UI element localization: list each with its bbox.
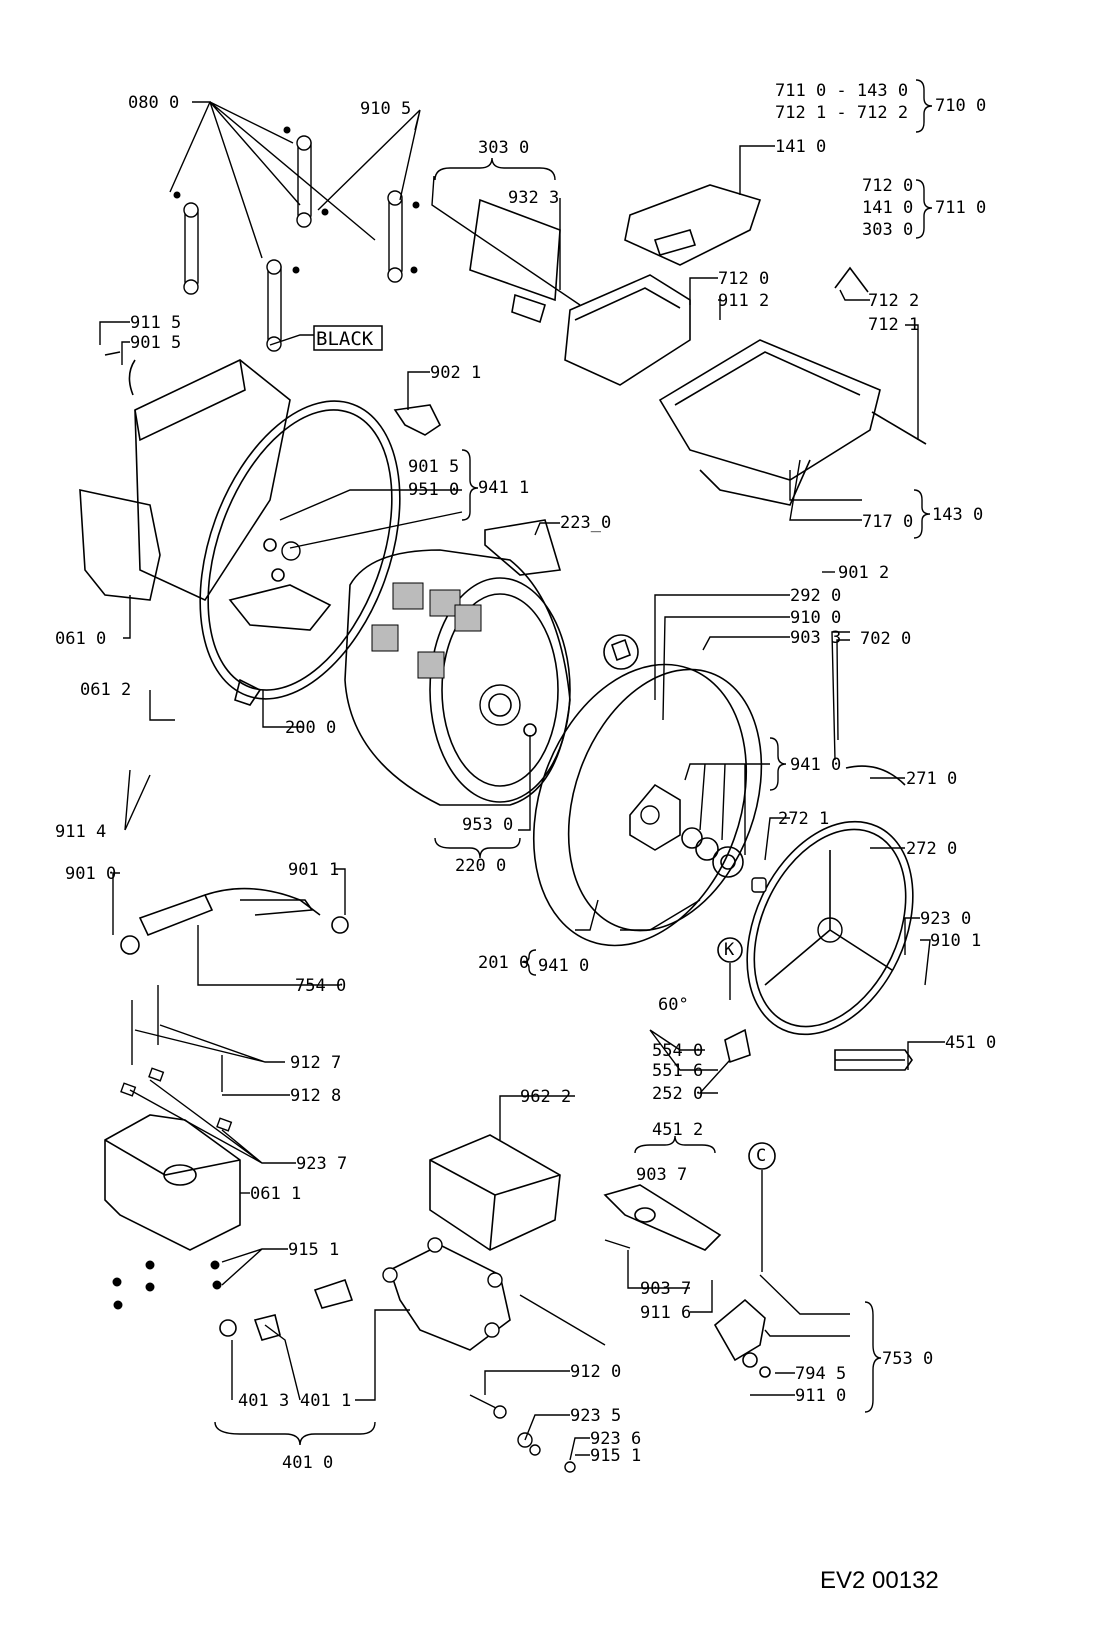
label-962-2: 962 2 <box>520 1087 571 1107</box>
label-401-0: 401 0 <box>282 1453 333 1473</box>
label-910-1: 910 1 <box>930 931 981 951</box>
label-923-5: 923 5 <box>570 1406 621 1426</box>
label-923-7: 923 7 <box>296 1154 347 1174</box>
label-901-5-rear: 901 5 <box>130 333 181 353</box>
label-201-0: 201 0 <box>478 953 529 973</box>
label-915-1: 915 1 <box>288 1240 339 1260</box>
label-902-1: 902 1 <box>430 363 481 383</box>
outer-tub-front-half <box>532 634 763 947</box>
label-554-0: 554 0 <box>652 1041 703 1061</box>
motor-and-pump <box>219 1134 606 1473</box>
label-717-0: 717 0 <box>862 512 913 532</box>
label-794-5: 794 5 <box>795 1364 846 1384</box>
label-903-7-top: 903 7 <box>636 1165 687 1185</box>
label-black: BLACK <box>316 328 374 350</box>
label-710-0: 710 0 <box>935 96 986 116</box>
label-143-0: 143 0 <box>932 505 983 525</box>
label-252-0: 252 0 <box>652 1084 703 1104</box>
label-272-0: 272 0 <box>906 839 957 859</box>
label-932-3: 932 3 <box>508 188 559 208</box>
label-circle-c: C <box>756 1146 766 1166</box>
drain-hose-and-heater <box>120 887 913 1071</box>
label-712-0-group: 712 0 <box>862 176 913 196</box>
label-711-0: 711 0 <box>935 198 986 218</box>
label-141-0: 141 0 <box>775 137 826 157</box>
label-712-1: 712 1 <box>868 315 919 335</box>
part-number-labels: 080 0 910 5 911 5 901 5 BLACK 303 0 932 … <box>55 81 996 1594</box>
label-061-1: 061 1 <box>250 1184 301 1204</box>
label-551-6: 551 6 <box>652 1061 703 1081</box>
label-915-1-bottom: 915 1 <box>590 1446 641 1466</box>
label-401-1: 401 1 <box>300 1391 351 1411</box>
label-712-0: 712 0 <box>718 269 769 289</box>
label-292-0: 292 0 <box>790 586 841 606</box>
label-953-0: 953 0 <box>462 815 513 835</box>
label-910-5: 910 5 <box>360 99 411 119</box>
label-941-0: 941 0 <box>790 755 841 775</box>
label-712-2: 712 2 <box>868 291 919 311</box>
black-tag-box <box>313 325 383 351</box>
label-451-0: 451 0 <box>945 1033 996 1053</box>
leader-lines <box>99 79 945 1461</box>
label-702-0: 702 0 <box>860 629 911 649</box>
label-711-0-143-0: 711 0 - 143 0 <box>775 81 908 101</box>
label-951-0: 951 0 <box>408 480 459 500</box>
label-200-0: 200 0 <box>285 718 336 738</box>
label-903-7: 903 7 <box>640 1279 691 1299</box>
label-912-8: 912 8 <box>290 1086 341 1106</box>
label-272-1: 272 1 <box>778 809 829 829</box>
label-753-0: 753 0 <box>882 1349 933 1369</box>
label-061-2: 061 2 <box>80 680 131 700</box>
label-910-0: 910 0 <box>790 608 841 628</box>
label-401-3: 401 3 <box>238 1391 289 1411</box>
label-220-0: 220 0 <box>455 856 506 876</box>
label-912-7: 912 7 <box>290 1053 341 1073</box>
label-901-2: 901 2 <box>838 563 889 583</box>
outer-tub-rear-half <box>79 351 401 706</box>
base-parts <box>104 985 241 1310</box>
label-901-1: 901 1 <box>288 860 339 880</box>
label-911-6: 911 6 <box>640 1303 691 1323</box>
label-923-6: 923 6 <box>590 1429 641 1449</box>
label-303-0: 303 0 <box>478 138 529 158</box>
document-id: EV2 00132 <box>820 1567 939 1594</box>
shock-absorbers <box>173 126 420 352</box>
label-141-0-group: 141 0 <box>862 198 913 218</box>
label-60-degrees: 60° <box>658 995 689 1015</box>
label-061-0: 061 0 <box>55 629 106 649</box>
label-080-0: 080 0 <box>128 93 179 113</box>
inner-drum <box>344 549 571 806</box>
label-451-2: 451 2 <box>652 1120 703 1140</box>
label-941-0-small: 941 0 <box>538 956 589 976</box>
label-303-0-group: 303 0 <box>862 220 913 240</box>
door-window <box>746 765 914 1036</box>
label-circle-k: K <box>724 940 735 960</box>
label-901-0: 901 0 <box>65 864 116 884</box>
label-912-0: 912 0 <box>570 1362 621 1382</box>
label-754-0: 754 0 <box>295 976 346 996</box>
label-911-5: 911 5 <box>130 313 181 333</box>
upper-assemblies <box>393 184 927 576</box>
label-712-1-712-2: 712 1 - 712 2 <box>775 103 908 123</box>
label-223-0: 223_0 <box>560 513 611 533</box>
label-923-0: 923 0 <box>920 909 971 929</box>
label-911-2: 911 2 <box>718 291 769 311</box>
label-911-4: 911 4 <box>55 822 106 842</box>
label-271-0: 271 0 <box>906 769 957 789</box>
pressure-switch-and-bracket <box>603 937 776 1378</box>
label-941-1: 941 1 <box>478 478 529 498</box>
label-901-5: 901 5 <box>408 457 459 477</box>
label-911-0: 911 0 <box>795 1386 846 1406</box>
label-903-3: 903 3 <box>790 628 841 648</box>
